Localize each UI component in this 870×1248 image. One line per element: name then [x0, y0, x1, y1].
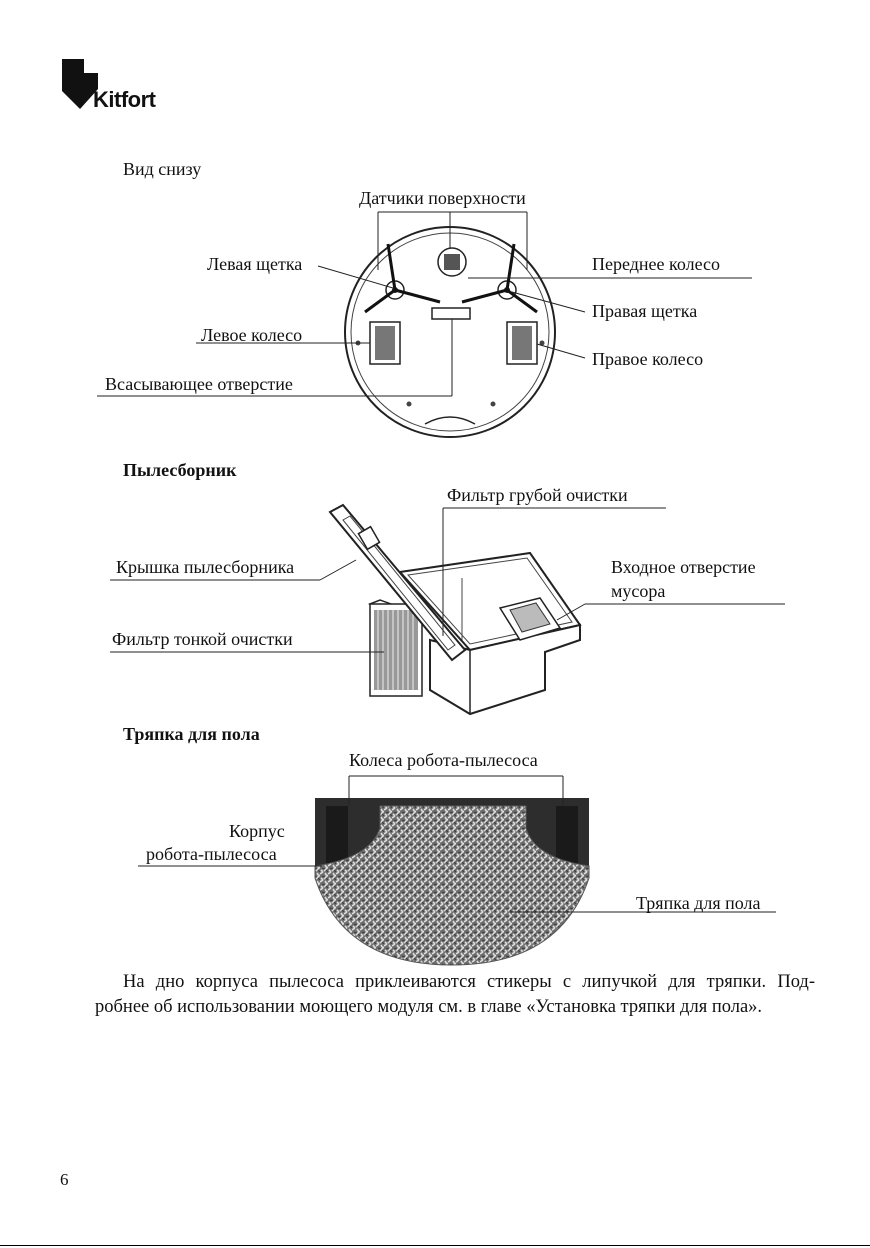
- paragraph-line-1: На дно корпуса пылесоса приклеиваются ст…: [95, 970, 815, 995]
- label-body-line2: робота-пылесоса: [146, 844, 277, 864]
- body-paragraph: На дно корпуса пылесоса приклеиваются ст…: [95, 970, 815, 1020]
- bottom-rule: [0, 1245, 870, 1246]
- paragraph-line-2: робнее об использовании моющего модуля с…: [95, 995, 815, 1020]
- label-robot-wheels: Колеса робота-пылесоса: [349, 750, 538, 770]
- label-body-line1: Корпус: [229, 821, 285, 841]
- mop-cloth-photo: [0, 0, 870, 960]
- label-mop-cloth: Тряпка для пола: [636, 893, 760, 913]
- page-number: 6: [60, 1170, 69, 1190]
